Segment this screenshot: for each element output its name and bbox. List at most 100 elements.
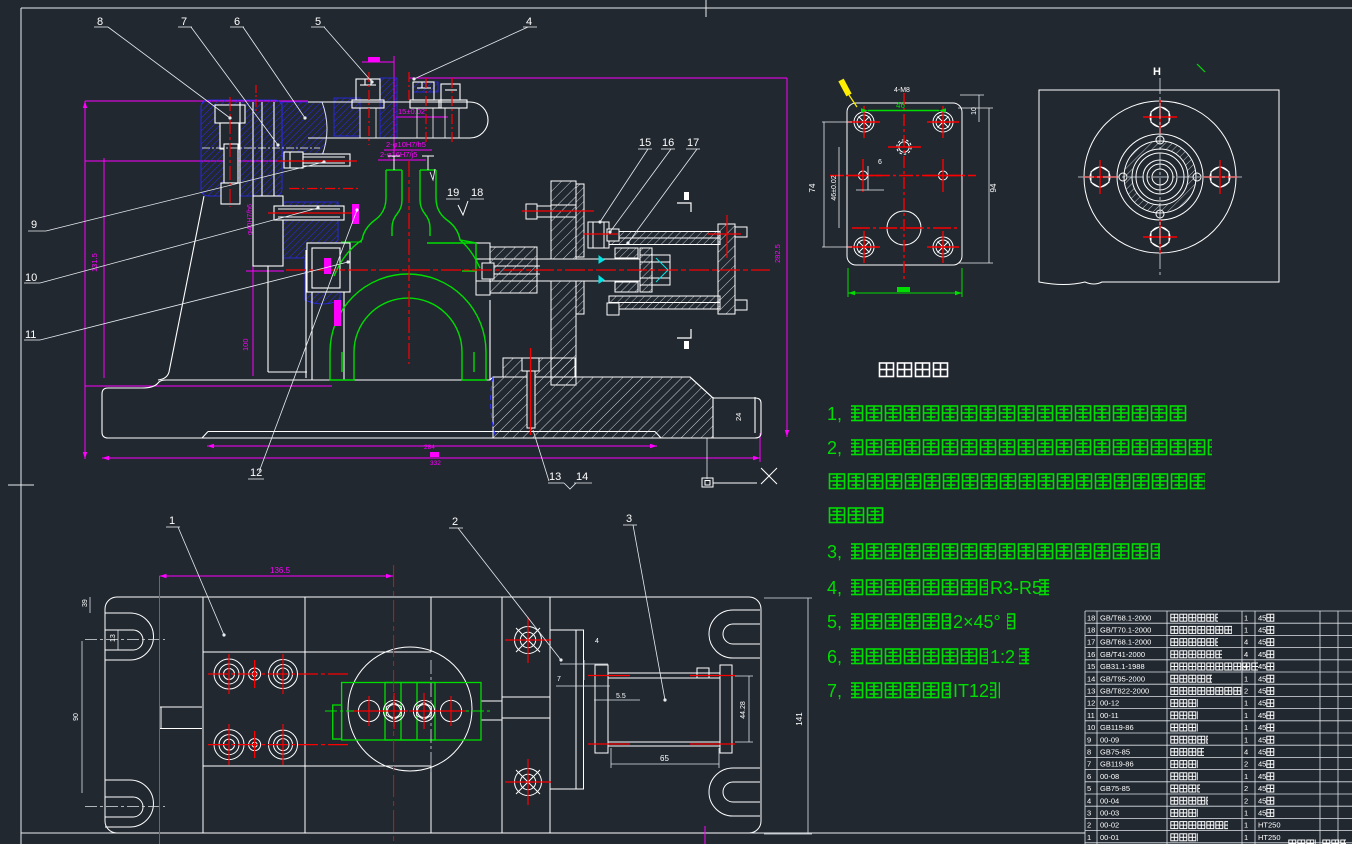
svg-text:1: 1: [1244, 833, 1248, 842]
svg-text:16: 16: [1087, 650, 1095, 659]
svg-text:GB119-86: GB119-86: [1100, 760, 1134, 769]
svg-text:1,: 1,: [827, 404, 842, 424]
svg-text:00-01: 00-01: [1100, 833, 1119, 842]
svg-text:332: 332: [430, 460, 441, 467]
svg-text:16: 16: [662, 137, 674, 149]
svg-text:13: 13: [549, 471, 561, 483]
svg-text:15±0.02: 15±0.02: [398, 107, 425, 116]
svg-text:GB/T68.1-2000: GB/T68.1-2000: [1100, 613, 1151, 622]
svg-text:94: 94: [989, 183, 998, 192]
svg-text:141: 141: [795, 712, 804, 726]
svg-text:GB119-86: GB119-86: [1100, 723, 1134, 732]
svg-text:GB/T95-2000: GB/T95-2000: [1100, 674, 1145, 683]
svg-text:IT12: IT12: [953, 681, 989, 701]
svg-text:45: 45: [1258, 748, 1266, 757]
svg-text:1: 1: [1244, 711, 1248, 720]
svg-text:GB31.1-1988: GB31.1-1988: [1100, 662, 1145, 671]
svg-text:12: 12: [250, 467, 262, 479]
svg-text:4: 4: [1244, 650, 1248, 659]
svg-text:39: 39: [82, 599, 89, 607]
svg-text:65: 65: [660, 754, 669, 763]
svg-text:45: 45: [1258, 723, 1266, 732]
svg-text:00-08: 00-08: [1100, 772, 1119, 781]
svg-text:13: 13: [1087, 687, 1095, 696]
svg-text:4: 4: [1244, 748, 1248, 757]
svg-text:45: 45: [1258, 662, 1266, 671]
svg-text:2: 2: [452, 516, 458, 528]
svg-text:18: 18: [471, 187, 483, 199]
svg-text:11: 11: [1087, 711, 1095, 720]
svg-text:2: 2: [1244, 796, 1248, 805]
svg-text:45: 45: [1258, 809, 1266, 818]
svg-text:136.5: 136.5: [270, 566, 291, 575]
svg-text:18: 18: [1087, 626, 1095, 635]
svg-text:00-03: 00-03: [1100, 809, 1119, 818]
svg-text:13: 13: [110, 634, 117, 642]
svg-text:15: 15: [1087, 662, 1095, 671]
svg-text:8: 8: [97, 16, 103, 28]
svg-text:1: 1: [1244, 821, 1248, 830]
svg-text:4: 4: [1087, 796, 1091, 805]
svg-text:45: 45: [1258, 784, 1266, 793]
svg-text:5: 5: [315, 16, 321, 28]
svg-text:2,: 2,: [827, 438, 842, 458]
svg-text:45: 45: [1258, 613, 1266, 622]
svg-text:45: 45: [1258, 711, 1266, 720]
svg-text:17: 17: [1087, 638, 1095, 647]
svg-text:GB/T41-2000: GB/T41-2000: [1100, 650, 1145, 659]
svg-text:14: 14: [1087, 674, 1095, 683]
svg-text:1: 1: [1244, 735, 1248, 744]
svg-text:24: 24: [734, 413, 743, 421]
svg-text:14: 14: [576, 471, 588, 483]
svg-text:1: 1: [1244, 613, 1248, 622]
svg-text:45: 45: [1258, 674, 1266, 683]
svg-text:4: 4: [1244, 638, 1248, 647]
svg-text:2-φ10H7/h5: 2-φ10H7/h5: [386, 140, 426, 149]
svg-text:00-02: 00-02: [1100, 821, 1119, 830]
svg-text:90: 90: [73, 713, 80, 721]
svg-text:7: 7: [557, 676, 561, 683]
svg-text:1: 1: [1244, 809, 1248, 818]
svg-text:45: 45: [1258, 760, 1266, 769]
svg-text:46±0.02: 46±0.02: [831, 175, 838, 200]
svg-text:1: 1: [1244, 699, 1248, 708]
svg-text:45: 45: [1258, 772, 1266, 781]
svg-text:11: 11: [25, 329, 36, 341]
svg-text:10: 10: [971, 107, 978, 115]
svg-text:45: 45: [1258, 650, 1266, 659]
svg-text:5.5: 5.5: [616, 693, 626, 700]
svg-text:12: 12: [1087, 699, 1095, 708]
svg-text:6: 6: [234, 16, 240, 28]
svg-text:2-φ16H7/j5: 2-φ16H7/j5: [380, 150, 417, 159]
svg-text:4-M8: 4-M8: [894, 87, 910, 94]
svg-text:46: 46: [896, 101, 905, 110]
svg-text:45: 45: [1258, 735, 1266, 744]
svg-text:6,: 6,: [827, 647, 842, 667]
svg-text:15: 15: [639, 137, 651, 149]
svg-text:284: 284: [424, 444, 435, 451]
svg-text:GB/T822-2000: GB/T822-2000: [1100, 687, 1149, 696]
svg-text:3: 3: [1087, 809, 1091, 818]
svg-text:1: 1: [1244, 626, 1248, 635]
svg-text:3: 3: [626, 513, 632, 525]
svg-text:6: 6: [1087, 772, 1091, 781]
svg-text:1: 1: [1244, 772, 1248, 781]
svg-text:282.5: 282.5: [773, 244, 782, 263]
svg-text:3,: 3,: [827, 542, 842, 562]
svg-text:44.28: 44.28: [740, 701, 747, 719]
svg-text:5: 5: [1087, 784, 1091, 793]
svg-text:45: 45: [1258, 796, 1266, 805]
svg-text:R3-R5: R3-R5: [990, 578, 1042, 598]
svg-text:2×45°: 2×45°: [953, 612, 1001, 632]
svg-text:10: 10: [1087, 723, 1095, 732]
svg-text:17: 17: [687, 137, 699, 149]
svg-text:18: 18: [1087, 613, 1095, 622]
svg-text:1: 1: [1244, 723, 1248, 732]
svg-text:131.5: 131.5: [90, 253, 99, 272]
svg-text:00-11: 00-11: [1100, 711, 1119, 720]
svg-text:φ40H7/h6: φ40H7/h6: [247, 204, 254, 235]
svg-text:8: 8: [1087, 748, 1091, 757]
svg-text:7: 7: [1087, 760, 1091, 769]
svg-text:1: 1: [1244, 674, 1248, 683]
svg-text:00-09: 00-09: [1100, 735, 1119, 744]
